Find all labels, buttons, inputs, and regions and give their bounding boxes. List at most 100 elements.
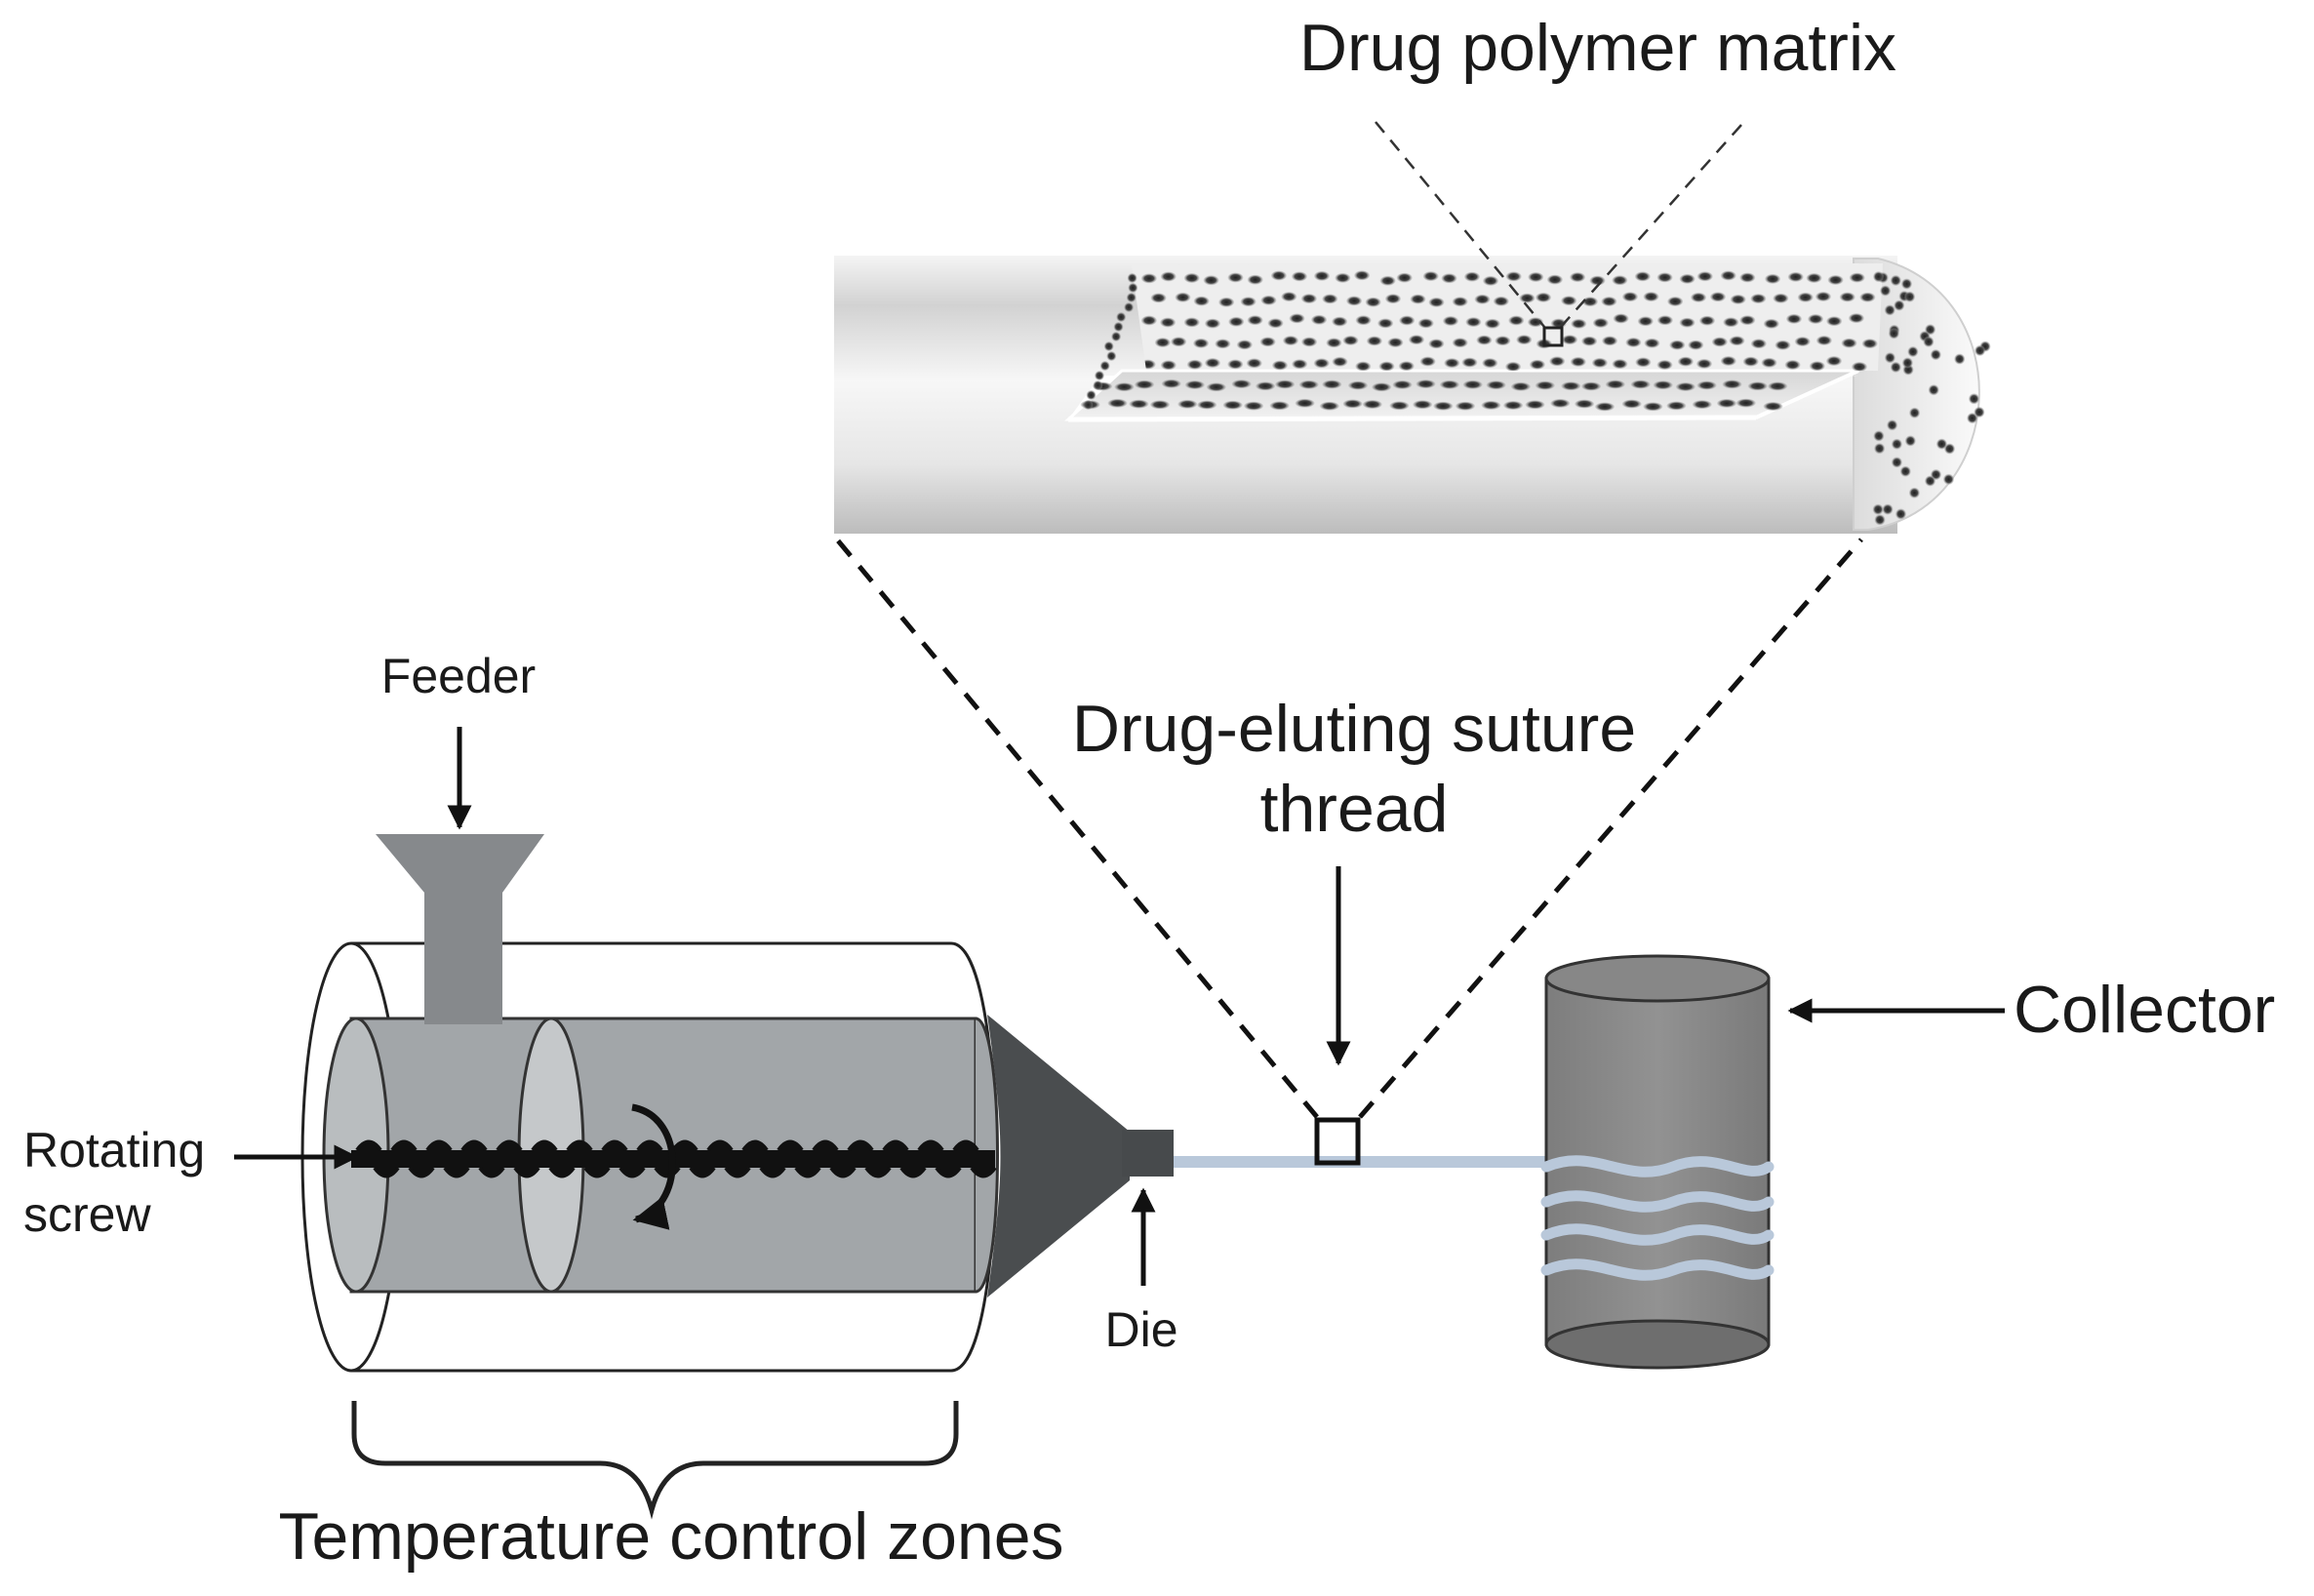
drug-particle — [1969, 393, 1979, 405]
drug-particle — [1605, 379, 1625, 389]
screw-flight — [425, 1139, 470, 1178]
collector-bottom — [1544, 1319, 1771, 1370]
drug-particle — [1126, 293, 1137, 302]
temperature-zones-brace — [351, 1401, 959, 1520]
drug-particle — [1884, 304, 1895, 316]
drug-particle — [1246, 358, 1262, 369]
drug-particle — [1675, 382, 1696, 391]
drug-particle — [1444, 358, 1460, 369]
drug-particle — [1505, 271, 1522, 282]
drug-particle — [1484, 318, 1500, 329]
magnified-suture-inset — [834, 121, 1991, 1119]
wound-thread — [1540, 1155, 1775, 1281]
screw-flight — [355, 1139, 400, 1178]
drug-particle — [1848, 313, 1864, 324]
drug-particle — [1644, 338, 1660, 348]
drug-particle — [1387, 338, 1404, 348]
drug-eluting-suture-label-1: Drug-eluting suture — [1072, 692, 1636, 766]
drug-particle — [1247, 315, 1263, 326]
drug-particle — [1135, 379, 1155, 389]
drug-particle — [1365, 297, 1381, 307]
drug-particle — [1750, 294, 1767, 304]
drug-particle — [1399, 315, 1416, 326]
drug-particle — [1452, 297, 1468, 307]
drug-particle — [1227, 272, 1244, 283]
drug-particle — [1140, 273, 1157, 284]
drug-particle — [1378, 361, 1395, 371]
drug-particle — [1827, 275, 1844, 285]
drug-particle — [1561, 381, 1581, 391]
drug-particle — [1761, 357, 1777, 368]
drug-particle — [1899, 465, 1911, 477]
drug-particle — [1129, 399, 1149, 409]
drug-particle — [1907, 346, 1919, 357]
drug-particle — [1428, 339, 1445, 349]
drug-particle — [1197, 400, 1217, 410]
drug-particle — [1696, 380, 1717, 390]
drug-particle — [1443, 316, 1458, 326]
drug-particle — [1413, 400, 1433, 410]
drug-particle — [1481, 400, 1501, 410]
drug-particle — [1525, 400, 1545, 410]
drug-particle — [1314, 270, 1330, 281]
drug-particle — [1322, 379, 1342, 389]
drug-particle — [1335, 272, 1351, 283]
rotating-screw-label-1: Rotating — [23, 1123, 205, 1177]
drug-particle — [1874, 514, 1886, 526]
drug-particle — [1602, 336, 1618, 346]
drug-particle — [1571, 318, 1587, 329]
drug-particle — [1093, 380, 1103, 390]
drug-particle — [1930, 349, 1941, 361]
screw-flight — [882, 1139, 927, 1178]
drug-particle — [1815, 336, 1832, 345]
drug-particle — [1894, 299, 1905, 311]
drug-particle — [1729, 336, 1745, 346]
drug-eluting-suture-label-2: thread — [1260, 772, 1449, 846]
screw-flight — [952, 1139, 997, 1178]
drug-particle — [1111, 332, 1122, 341]
drug-particle — [1346, 296, 1363, 306]
drug-particle — [1116, 312, 1127, 322]
drug-particle — [1160, 271, 1177, 282]
drug-particle — [1355, 315, 1372, 326]
drug-particle — [1311, 314, 1328, 325]
drug-particle — [1967, 413, 1978, 424]
drug-particle — [1901, 357, 1913, 369]
drug-particle — [1342, 399, 1363, 409]
suture-zoom-square — [1314, 1117, 1361, 1166]
drug-particle — [1385, 294, 1401, 304]
drug-particle — [1483, 275, 1498, 286]
drug-particle — [1461, 357, 1478, 368]
rotation-arrow-icon — [631, 1103, 676, 1230]
drug-particle — [1711, 337, 1728, 347]
drug-particle — [1575, 399, 1595, 409]
drug-particle — [1696, 358, 1712, 369]
drug-particle — [1954, 353, 1966, 365]
collector-top — [1544, 954, 1771, 1003]
screw-flight — [460, 1139, 505, 1178]
drug-particle — [1355, 361, 1372, 371]
drug-particle — [1612, 275, 1628, 286]
drug-particle — [1739, 272, 1756, 283]
drug-particle — [1452, 338, 1468, 348]
drug-particle — [1925, 475, 1935, 487]
drug-particle — [1943, 473, 1954, 485]
drug-particle — [1205, 318, 1220, 329]
drug-particle — [1861, 339, 1878, 349]
drug-particle — [1508, 315, 1525, 326]
drug-particle — [1612, 359, 1628, 370]
drug-particle — [1891, 457, 1902, 468]
drug-particle — [1873, 430, 1885, 442]
screw-flight — [531, 1139, 576, 1178]
drug-particle — [1292, 271, 1307, 282]
drug-particle — [1113, 322, 1124, 332]
drug-particle — [1634, 271, 1651, 282]
drug-particle — [1379, 275, 1396, 286]
drug-particle — [1150, 293, 1167, 303]
drug-particles-end — [1872, 271, 1991, 526]
drug-particle — [1872, 503, 1884, 515]
cut-plane-edge — [1067, 415, 1757, 422]
screw-flight — [636, 1139, 681, 1178]
drug-particle — [1186, 359, 1203, 370]
